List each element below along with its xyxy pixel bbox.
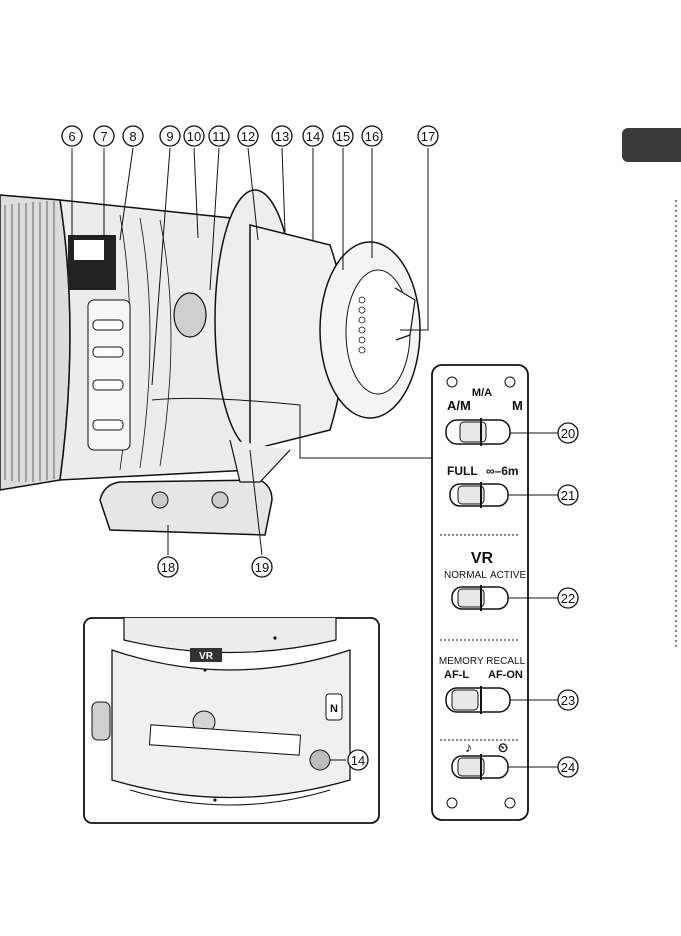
callout-23: 23 xyxy=(558,690,578,710)
callout-12: 12 xyxy=(238,126,258,146)
svg-text:7: 7 xyxy=(100,129,107,144)
svg-text:16: 16 xyxy=(365,129,379,144)
callout-7: 7 xyxy=(94,126,114,146)
svg-text:8: 8 xyxy=(129,129,136,144)
svg-text:∞–6m: ∞–6m xyxy=(486,464,519,478)
svg-text:AF-L: AF-L xyxy=(444,669,469,681)
svg-text:24: 24 xyxy=(561,760,575,775)
svg-text:M: M xyxy=(512,398,523,413)
svg-text:19: 19 xyxy=(255,560,269,575)
sound-switch[interactable] xyxy=(452,754,508,780)
callout-16: 16 xyxy=(362,126,382,146)
svg-text:AF-ON: AF-ON xyxy=(488,669,523,681)
svg-text:NORMAL: NORMAL xyxy=(444,570,487,581)
svg-text:23: 23 xyxy=(561,693,575,708)
callout-11: 11 xyxy=(209,126,229,146)
svg-text:18: 18 xyxy=(161,560,175,575)
callout-21: 21 xyxy=(558,485,578,505)
callout-17: 17 xyxy=(418,126,438,146)
focus-limit-switch[interactable] xyxy=(450,482,508,508)
inset-af-button xyxy=(310,750,330,770)
svg-text:22: 22 xyxy=(561,591,575,606)
callout-20: 20 xyxy=(558,423,578,443)
tripod-foot xyxy=(100,480,272,535)
memory-recall-switch[interactable] xyxy=(446,686,510,714)
svg-text:11: 11 xyxy=(212,129,226,144)
inset-detail: VR N xyxy=(84,618,379,823)
callout-24: 24 xyxy=(558,757,578,777)
svg-text:12: 12 xyxy=(241,129,255,144)
svg-text:9: 9 xyxy=(166,129,173,144)
svg-text:6: 6 xyxy=(68,129,75,144)
focus-mode-switch[interactable] xyxy=(446,418,510,446)
svg-text:14: 14 xyxy=(306,129,320,144)
svg-text:17: 17 xyxy=(421,129,435,144)
svg-text:ACTIVE: ACTIVE xyxy=(490,570,526,581)
vr-switch[interactable] xyxy=(452,585,508,611)
callout-10: 10 xyxy=(184,126,204,146)
svg-text:M/A: M/A xyxy=(472,387,492,399)
sound-icon: ♪ xyxy=(465,739,472,755)
tripod-ring-knob xyxy=(174,293,206,337)
callout-13: 13 xyxy=(272,126,292,146)
callout-9: 9 xyxy=(160,126,180,146)
svg-text:VR: VR xyxy=(199,651,214,662)
callout-19: 19 xyxy=(252,557,272,577)
no-sound-icon: ⏲ xyxy=(498,740,508,755)
front-barrel xyxy=(0,195,70,490)
callout-15: 15 xyxy=(333,126,353,146)
callout-6: 6 xyxy=(62,126,82,146)
svg-text:N: N xyxy=(330,703,338,715)
svg-text:A/M: A/M xyxy=(447,398,471,413)
svg-text:MEMORY RECALL: MEMORY RECALL xyxy=(439,656,526,667)
svg-text:10: 10 xyxy=(187,129,201,144)
callout-8: 8 xyxy=(123,126,143,146)
svg-text:21: 21 xyxy=(561,488,575,503)
svg-text:20: 20 xyxy=(561,426,575,441)
callout-22: 22 xyxy=(558,588,578,608)
svg-text:FULL: FULL xyxy=(447,464,478,478)
lens-illustration xyxy=(0,190,420,535)
inset-side-knob xyxy=(92,702,110,740)
callout-14-inset: 14 xyxy=(348,750,368,770)
callout-14: 14 xyxy=(303,126,323,146)
callout-18: 18 xyxy=(158,557,178,577)
svg-text:VR: VR xyxy=(471,550,494,567)
svg-text:15: 15 xyxy=(336,129,350,144)
svg-text:13: 13 xyxy=(275,129,289,144)
svg-text:14: 14 xyxy=(351,753,365,768)
